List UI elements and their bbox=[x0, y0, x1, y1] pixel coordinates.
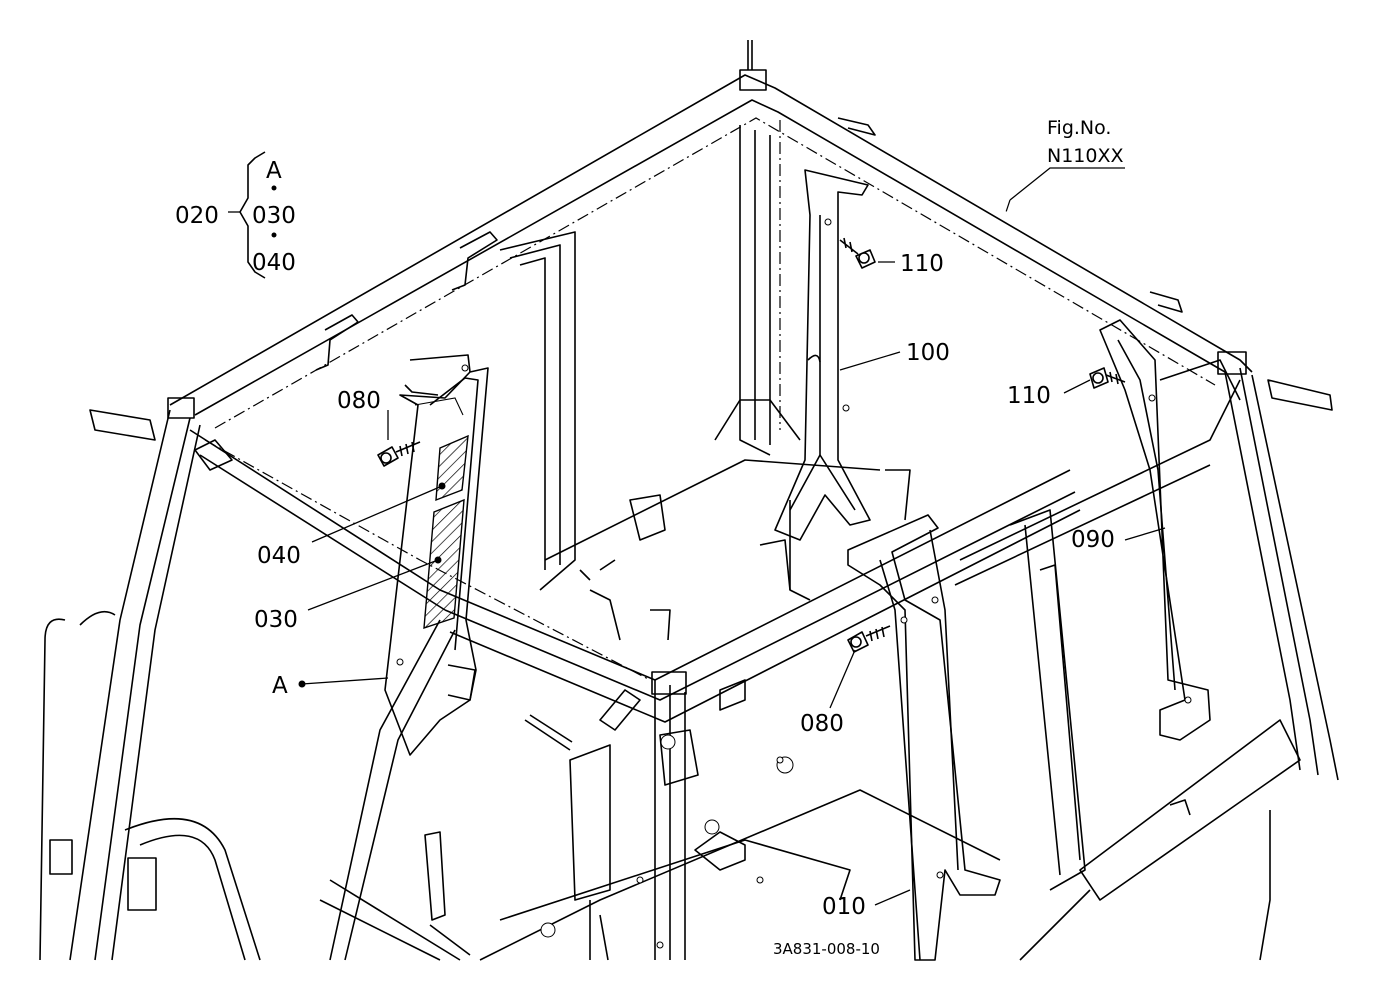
callout-110-right: 110 bbox=[1007, 383, 1051, 409]
drawing-code: 3A831-008-10 bbox=[773, 940, 880, 958]
floor-base bbox=[319, 469, 1001, 961]
callout-100: 100 bbox=[906, 340, 950, 366]
callout-a: A bbox=[272, 673, 288, 699]
center-post bbox=[651, 671, 699, 960]
fig-number: N110XX bbox=[1047, 145, 1124, 167]
group-child-040-label: 040 bbox=[252, 250, 296, 276]
group-parent-label: 020 bbox=[175, 203, 219, 229]
fastener-110-upper bbox=[839, 237, 876, 269]
group-child-a-label: A bbox=[266, 158, 282, 184]
part-090-right-trim bbox=[1099, 319, 1211, 741]
fastener-080-upper bbox=[377, 441, 421, 467]
callout-010: 010 bbox=[822, 894, 866, 920]
callout-030: 030 bbox=[254, 607, 298, 633]
decal-040 bbox=[435, 434, 469, 502]
part-A-left-trim bbox=[384, 354, 489, 756]
rear-window-frame bbox=[499, 125, 881, 591]
fig-label: Fig.No. bbox=[1047, 117, 1111, 139]
callout-110-upper: 110 bbox=[900, 251, 944, 277]
fastener-080-lower bbox=[847, 625, 891, 653]
part-010-pillar-trim bbox=[847, 514, 1001, 961]
callout-040: 040 bbox=[257, 543, 301, 569]
part-100-rear-trim bbox=[774, 169, 871, 541]
fastener-110-right bbox=[1089, 367, 1126, 389]
roof-frame bbox=[89, 40, 1333, 681]
callout-080-upper: 080 bbox=[337, 388, 381, 414]
left-front-pillar bbox=[39, 409, 261, 961]
decal-030 bbox=[423, 498, 465, 630]
callout-090: 090 bbox=[1071, 527, 1115, 553]
group-bracket bbox=[228, 151, 277, 279]
group-child-030-label: 030 bbox=[252, 203, 296, 229]
callout-080-lower: 080 bbox=[800, 711, 844, 737]
right-frame bbox=[954, 359, 1339, 961]
callout-leaders bbox=[298, 167, 1166, 906]
